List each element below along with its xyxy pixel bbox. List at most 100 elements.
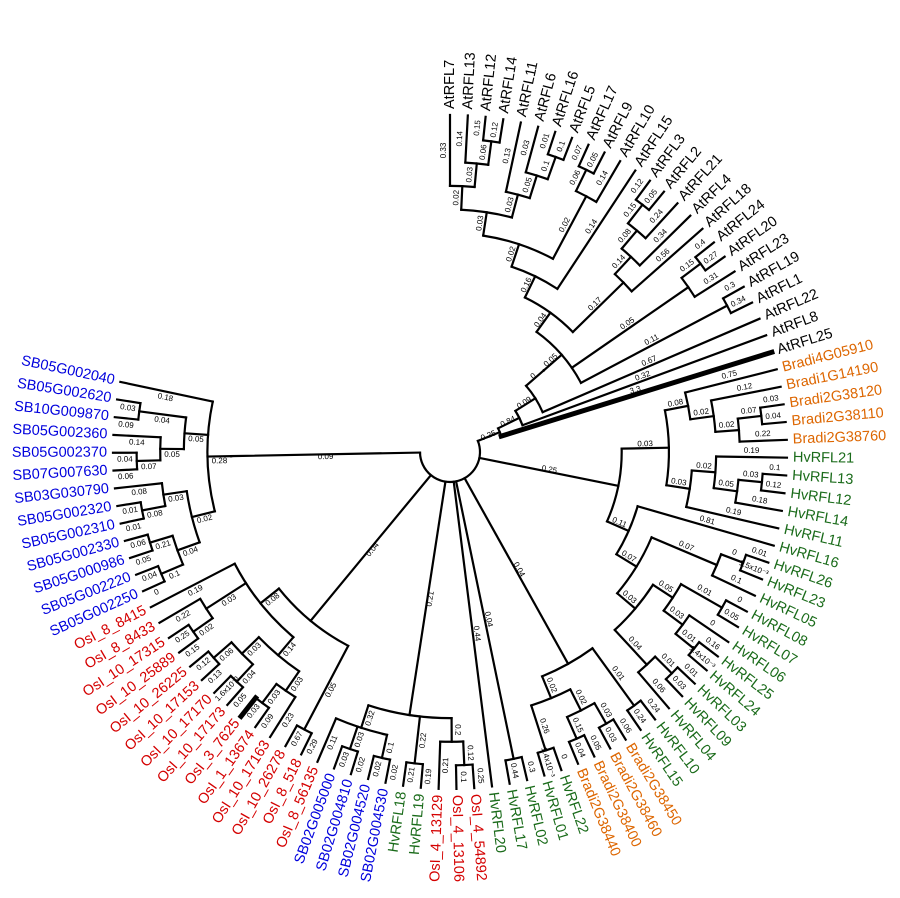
branch-length-AtRFL10: 0.14	[594, 169, 610, 187]
branch-c62	[309, 473, 433, 623]
branch-length-c77: 0.1	[168, 568, 182, 581]
branch-length-OsI_10_17315: 0.25	[173, 628, 191, 644]
branch-length-SB05G002620: 0.03	[119, 402, 136, 413]
branch-length-Bradi2G38120: 0.03	[762, 393, 779, 404]
branch-c42	[679, 582, 724, 610]
branch-c13	[486, 140, 493, 166]
branch-length-c44: 0.01	[680, 628, 698, 645]
branch-length-AtRFL5: 0.1	[555, 139, 568, 153]
clade-arc-c27	[663, 409, 671, 487]
branch-c59	[359, 703, 370, 730]
branch-c45	[613, 628, 649, 667]
branch-length-c13: 0.06	[478, 143, 489, 160]
branch-HvRFL19	[419, 763, 425, 789]
branch-AtRFL25	[498, 349, 776, 440]
branch-AtRFL18	[630, 227, 705, 293]
branch-c49	[540, 674, 553, 700]
branch-length-HvRFL15: 0.24	[632, 707, 649, 725]
branch-c73	[229, 451, 422, 458]
branch-length-c51: 0.03	[598, 701, 614, 719]
branch-length-labels: 0.250.840.0900.050.040.160.020.030.020.3…	[117, 119, 782, 784]
branch-length-c30: 0.02	[719, 420, 736, 430]
branch-length-OsI_8_8415: 0.19	[186, 583, 204, 598]
branch-c53	[529, 704, 548, 752]
branch-c47	[463, 476, 570, 666]
branch-length-c55: 0.21	[425, 590, 436, 607]
branch-length-c29: 0.02	[693, 406, 710, 417]
clade-arc-c23	[680, 276, 697, 299]
branch-c14	[510, 193, 520, 219]
branch-c25	[579, 304, 729, 385]
branch-c54	[454, 480, 515, 761]
branch-c37	[614, 552, 639, 569]
branch-length-SB02G004530: 0.02	[388, 763, 400, 781]
branch-c46	[653, 655, 674, 675]
branch-length-HvRFL21: 0.19	[744, 446, 760, 455]
branch-Bradi2G38400	[582, 733, 596, 759]
branch-length-HvRFL09: 0.03	[671, 674, 689, 692]
branch-length-c22: 0.15	[622, 201, 639, 219]
branch-SB02G005000	[332, 744, 344, 770]
branch-length-c26: 0.25	[541, 463, 559, 475]
branch-length-c45: 0.04	[627, 634, 645, 652]
clade-arc-c84	[137, 401, 142, 421]
branch-length-AtRFL6: 0.03	[519, 139, 532, 157]
branch-length-OsI_10_26278: 0.67	[289, 729, 305, 747]
branch-OsI_8_8433	[157, 597, 202, 625]
tree-branches	[111, 113, 789, 791]
branch-length-OsI_10_25889: 0.15	[184, 642, 202, 659]
branch-HvRFL07	[716, 613, 740, 629]
branch-OsI_4_54892	[471, 763, 476, 790]
branch-SB10G009870	[113, 415, 140, 421]
branch-length-HvRFL10: 0.24	[645, 697, 662, 715]
branch-HvRFL04	[636, 670, 671, 710]
branch-c30	[714, 428, 741, 434]
branch-length-c3: 0.84	[499, 414, 517, 429]
branch-c7	[535, 311, 552, 334]
branch-AtRFL1	[729, 301, 754, 315]
branch-HvRFL25	[697, 640, 720, 659]
branch-HvRFL24	[687, 653, 709, 672]
leaf-label-HvRFL13: HvRFL13	[792, 468, 854, 488]
branch-length-c6: 0.05	[542, 351, 560, 368]
branch-c23	[570, 285, 690, 370]
branch-SB05G002360	[112, 433, 162, 439]
branch-OsI_3_7625	[237, 694, 260, 720]
branch-c2	[476, 430, 502, 443]
branch-OsI_8_8415	[149, 562, 237, 609]
branch-length-Bradi2G38760: 0.22	[755, 429, 771, 439]
branch-c71	[204, 581, 248, 611]
branch-c44	[674, 632, 696, 651]
branch-length-c63: 0.05	[323, 681, 338, 699]
branch-length-c42: 0.01	[696, 582, 714, 598]
branch-OsI_10_26225	[188, 649, 210, 669]
clade-arc-c8	[510, 265, 559, 291]
branch-HvRFL05	[710, 574, 757, 598]
branch-length-c68: 0.03	[245, 640, 263, 658]
branch-length-HvRFL06: 0	[708, 618, 717, 628]
branch-c27	[620, 446, 671, 450]
branch-SB05G002310	[119, 517, 146, 525]
branch-length-SB03G030790: 0.08	[131, 487, 148, 498]
clade-arc-c37	[615, 535, 654, 595]
branch-HvRFL10	[639, 699, 657, 721]
branch-c22	[626, 203, 645, 225]
branch-length-HvRFL18: 0.21	[406, 766, 417, 783]
branch-c21	[620, 229, 639, 251]
branch-length-OsI_1_13674: 0.09	[259, 712, 276, 730]
branch-c26	[478, 456, 620, 488]
branch-OsI_1_13674	[253, 706, 271, 729]
clade-arc-c47	[540, 646, 594, 678]
branch-length-AtRFL3: 0.12	[629, 177, 646, 195]
branch-Bradi2G38110	[760, 420, 787, 426]
branch-length-c66: 0.03	[289, 675, 306, 693]
branch-AtRFL12	[481, 115, 487, 142]
branch-OsI_4_13129	[437, 740, 442, 790]
branch-c79	[162, 489, 188, 496]
leaf-label-Bradi2G38760: Bradi2G38760	[792, 428, 886, 447]
branch-AtRFL23	[693, 269, 737, 299]
branch-Bradi1G14190	[709, 385, 782, 402]
branch-length-AtRFL7: 0.33	[439, 142, 448, 158]
branch-SB02G004530	[384, 758, 392, 785]
branch-length-c39: 0	[731, 547, 739, 557]
